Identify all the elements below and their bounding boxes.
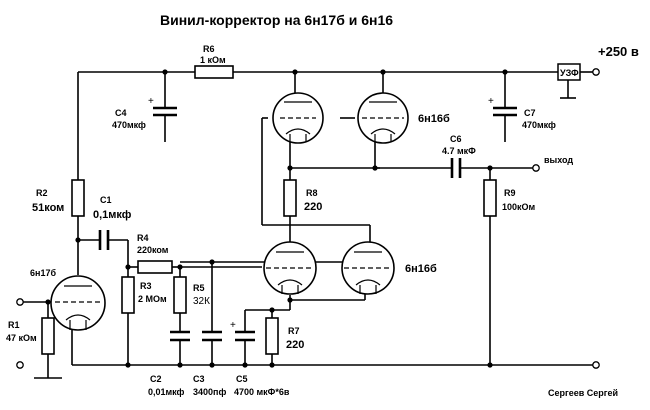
c3-value: 3400пф — [193, 387, 226, 397]
tube-v1-label: 6н17б — [30, 268, 56, 278]
r3-ref: R3 — [140, 281, 152, 291]
tube-v2b — [357, 92, 409, 144]
c5-ref: C5 — [236, 374, 248, 384]
ground-terminal-right — [592, 361, 600, 369]
r6-ref: R6 — [203, 44, 215, 54]
tube-v3-label: 6н16б — [405, 263, 437, 275]
r9-value: 100кОм — [502, 202, 536, 212]
c6-value: 4.7 мкФ — [442, 146, 476, 156]
r9-ref: R9 — [504, 188, 516, 198]
resistor-r4 — [137, 260, 173, 274]
r8-value: 220 — [304, 201, 322, 213]
capacitor-c6 — [450, 158, 462, 178]
r5-ref: R5 — [193, 283, 205, 293]
r1-value: 47 кОм — [6, 333, 37, 343]
resistor-r3 — [121, 276, 135, 314]
resistor-r6 — [194, 65, 234, 79]
tube-v2a — [272, 92, 324, 144]
c1-value: 0,1мкф — [93, 209, 132, 221]
capacitor-c3 — [202, 330, 222, 342]
r1-ref: R1 — [8, 320, 20, 330]
resistor-r5 — [173, 276, 187, 314]
resistor-r7 — [265, 317, 279, 355]
r7-value: 220 — [286, 339, 304, 351]
regulator-label: УЗФ — [560, 68, 579, 78]
output-terminal — [532, 164, 540, 172]
author-credit: Сергеев Сергей — [548, 388, 618, 398]
capacitor-c2 — [170, 330, 190, 342]
r4-ref: R4 — [137, 233, 149, 243]
input-ground-terminal — [16, 361, 24, 369]
c4-ref: C4 — [115, 108, 127, 118]
tube-v1 — [50, 275, 106, 331]
svg-text:+: + — [488, 96, 494, 107]
regulator-box — [557, 63, 581, 81]
supply-terminal — [592, 68, 600, 76]
supply-voltage-label: +250 в — [598, 44, 639, 59]
capacitor-c5: + — [230, 320, 255, 342]
c3-ref: C3 — [193, 374, 205, 384]
schematic-title: Винил-корректор на 6н17б и 6н16 — [160, 12, 393, 28]
junction-dots — [45, 69, 508, 368]
tube-v3a — [263, 241, 317, 295]
terminals — [16, 68, 600, 369]
resistor-r9 — [483, 179, 497, 217]
svg-text:+: + — [148, 96, 154, 107]
resistor-r2 — [71, 179, 85, 217]
r3-value: 2 МОм — [138, 294, 167, 304]
capacitor-c1 — [98, 230, 110, 250]
svg-text:+: + — [230, 320, 236, 331]
tube-v2-label: 6н16б — [418, 113, 450, 125]
capacitor-c4: + — [148, 96, 177, 117]
c7-ref: C7 — [524, 108, 536, 118]
output-label: выход — [544, 155, 573, 165]
resistor-r1 — [41, 317, 55, 355]
c6-ref: C6 — [450, 134, 462, 144]
c2-value: 0,01мкф — [148, 387, 185, 397]
capacitor-c7: + — [488, 96, 517, 117]
r4-value: 220ком — [137, 245, 169, 255]
r8-ref: R8 — [306, 188, 318, 198]
r7-ref: R7 — [288, 326, 300, 336]
c7-value: 470мкф — [522, 120, 556, 130]
c1-ref: C1 — [100, 195, 112, 205]
c4-value: 470мкф — [112, 120, 146, 130]
r2-ref: R2 — [36, 188, 48, 198]
c2-ref: C2 — [150, 374, 162, 384]
r5-value: 32К — [193, 296, 210, 307]
tube-v3b — [341, 241, 395, 295]
resistor-r8 — [283, 179, 297, 217]
input-terminal — [16, 298, 24, 306]
c5-value: 4700 мкФ*6в — [234, 387, 290, 397]
r6-value: 1 кОм — [200, 55, 226, 65]
r2-value: 51ком — [32, 202, 64, 214]
